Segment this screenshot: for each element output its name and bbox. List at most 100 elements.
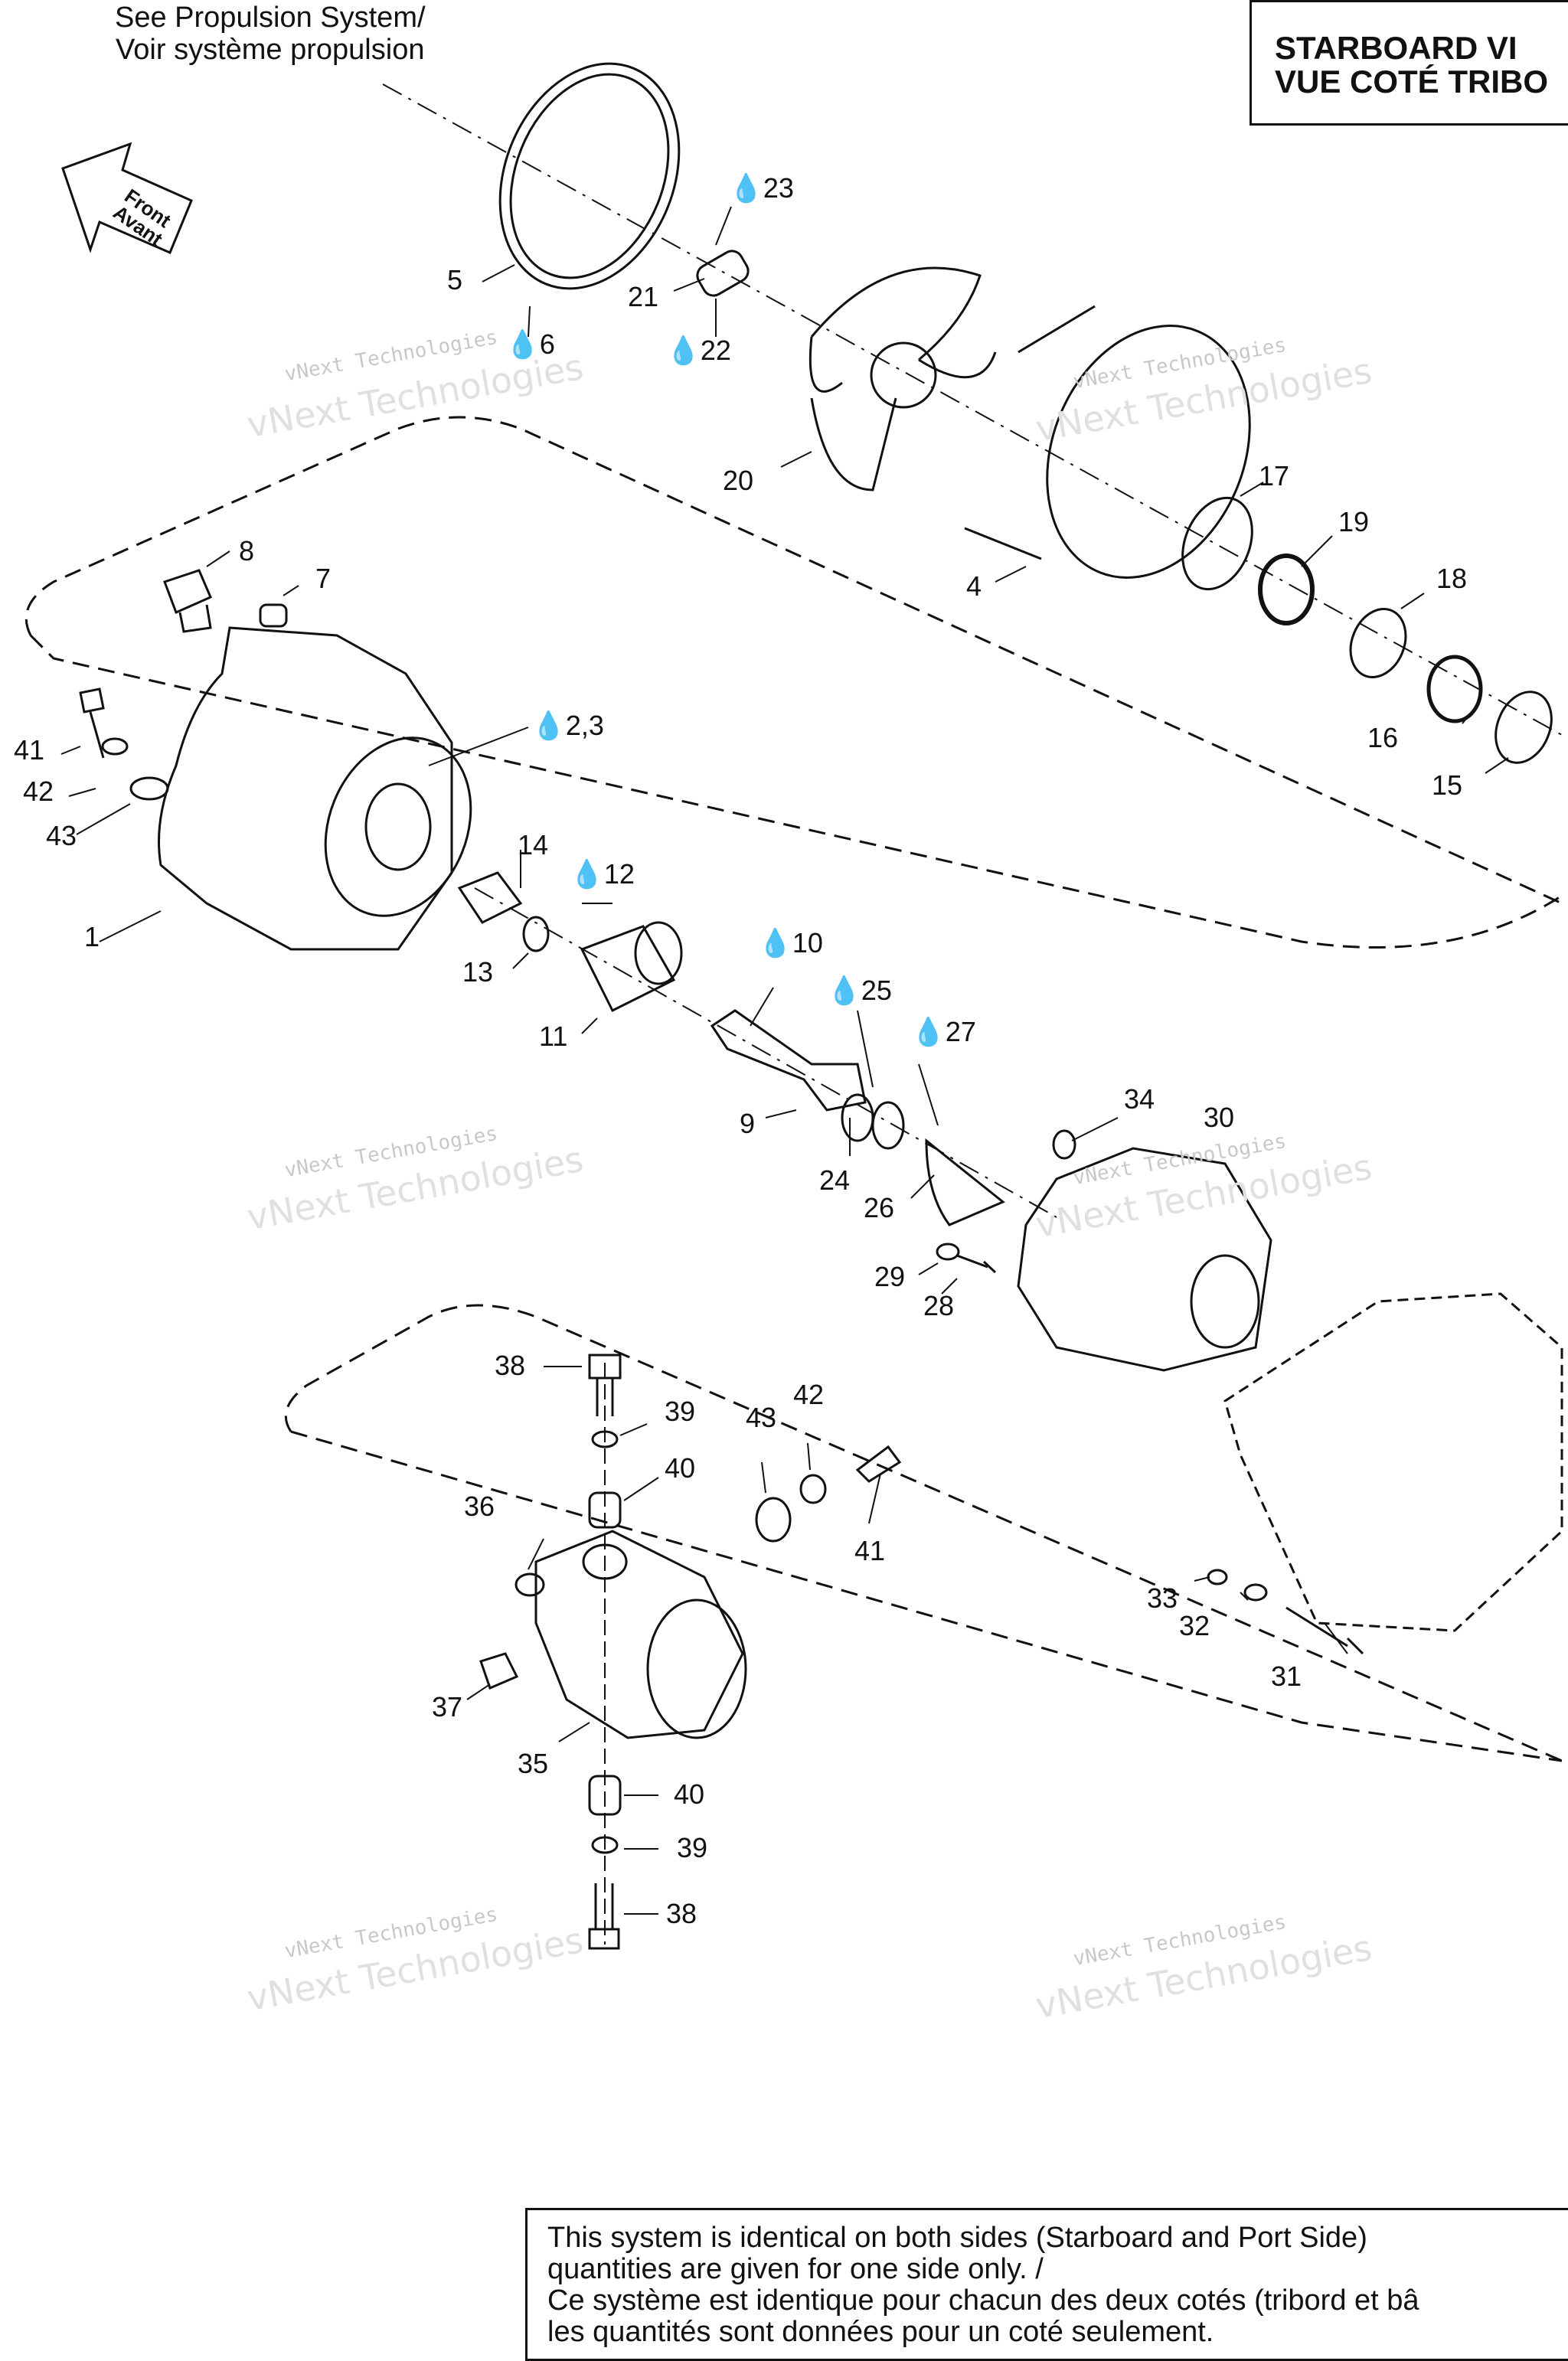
washer-part-42-upper <box>101 737 129 756</box>
callout-26: 26 <box>864 1192 895 1223</box>
callout-19: 19 <box>1338 506 1370 537</box>
callout-1: 1 <box>84 921 100 952</box>
callout-31: 31 <box>1271 1661 1302 1692</box>
venturi-outlet <box>1190 1254 1260 1349</box>
callout-25-lube: 25 <box>827 977 892 1004</box>
callout-25-text: 25 <box>861 975 892 1006</box>
callout-15: 15 <box>1432 769 1463 801</box>
cone-part-26 <box>925 1138 1005 1226</box>
callout-2-3-text: 2,3 <box>565 710 604 741</box>
callout-22-text: 22 <box>700 335 731 366</box>
callout-41-upper: 41 <box>14 734 45 766</box>
callout-24: 24 <box>819 1164 851 1196</box>
callout-32: 32 <box>1179 1610 1210 1641</box>
note-line-2: quantities are given for one side only. … <box>547 2253 1044 2285</box>
o-ring-part-24-b <box>871 1101 905 1150</box>
callout-4: 4 <box>966 570 982 602</box>
callout-10-lube: 10 <box>758 929 823 957</box>
bushing-part-40-lower <box>588 1775 622 1816</box>
callout-42-upper: 42 <box>23 776 54 807</box>
shaft-part-9 <box>710 1009 867 1112</box>
o-ring-part-24-a <box>841 1093 874 1142</box>
bolt-part-38-upper <box>588 1354 622 1416</box>
callout-6-text: 6 <box>539 328 555 360</box>
callout-7: 7 <box>315 563 332 594</box>
callout-37: 37 <box>432 1691 463 1723</box>
callout-33: 33 <box>1147 1582 1178 1614</box>
washer-part-43-upper <box>129 776 169 801</box>
callout-28: 28 <box>923 1290 955 1321</box>
pump-housing-opening <box>324 736 472 917</box>
callout-41-lower: 41 <box>854 1535 886 1566</box>
fitting-part-7 <box>259 603 288 628</box>
wear-ring-part-5 <box>498 62 681 290</box>
callout-2-3-lube: 2,3 <box>531 712 604 740</box>
bushing-part-36 <box>514 1572 545 1597</box>
callout-8: 8 <box>239 535 255 567</box>
nozzle-pivot <box>582 1543 628 1580</box>
callout-43-lower: 43 <box>746 1402 777 1433</box>
bushing-part-40-upper <box>588 1491 622 1529</box>
washer-part-33 <box>1207 1569 1228 1585</box>
callout-20: 20 <box>723 465 754 496</box>
front-arrow <box>61 142 193 254</box>
callout-39-upper: 39 <box>665 1396 696 1427</box>
note-box: This system is identical on both sides (… <box>525 2208 1568 2361</box>
callout-9: 9 <box>740 1108 756 1139</box>
upper-group-outline-lower <box>29 634 1563 949</box>
callout-17: 17 <box>1259 460 1290 491</box>
callout-13: 13 <box>462 956 494 988</box>
circlip-part-17 <box>1181 496 1253 591</box>
sleeve-part-14 <box>457 871 523 924</box>
note-line-3: Ce système est identique pour chacun des… <box>547 2284 1419 2317</box>
callout-23-text: 23 <box>763 172 794 204</box>
callout-10-text: 10 <box>792 927 823 958</box>
o-ring-part-15 <box>1494 691 1553 764</box>
callout-36: 36 <box>464 1491 495 1522</box>
callout-29: 29 <box>874 1261 906 1292</box>
callout-16: 16 <box>1367 722 1399 753</box>
nozzle-part-35 <box>534 1530 744 1739</box>
venturi-part-30 <box>1017 1147 1272 1372</box>
washer-part-29 <box>936 1243 960 1261</box>
impeller-hub <box>870 341 937 409</box>
view-title-box: STARBOARD VI VUE COTÉ TRIBO <box>1250 0 1568 126</box>
callout-5: 5 <box>447 264 463 296</box>
callout-12-text: 12 <box>603 858 635 890</box>
callout-18: 18 <box>1436 563 1468 594</box>
callout-35: 35 <box>518 1748 549 1779</box>
callout-42-lower: 42 <box>793 1379 825 1410</box>
see-ref-line-1: See Propulsion System/ <box>115 2 426 34</box>
bearing-part-16 <box>1426 655 1483 723</box>
o-ring-part-18 <box>1349 607 1407 679</box>
callout-40-lower: 40 <box>674 1778 705 1810</box>
callout-6-lube: 6 <box>505 331 555 358</box>
see-propulsion-reference: See Propulsion System/ Voir système prop… <box>115 2 426 66</box>
washer-part-39-upper <box>591 1430 619 1448</box>
impeller-part-20 <box>808 266 997 491</box>
view-title-line-2: VUE COTÉ TRIBO <box>1275 64 1549 100</box>
callout-27-lube: 27 <box>911 1018 976 1046</box>
sleeve-part-21 <box>696 250 750 297</box>
callout-11: 11 <box>539 1020 568 1052</box>
bearing-face <box>634 921 683 985</box>
callout-23-lube: 23 <box>729 175 794 202</box>
housing-ring-body <box>964 305 1096 560</box>
o-ring-part-13 <box>522 916 550 952</box>
callout-12-lube: 12 <box>570 860 635 888</box>
cap-part-37 <box>479 1652 519 1690</box>
view-title-line-1: STARBOARD VI <box>1275 30 1517 66</box>
leader-lines <box>60 206 1509 1915</box>
pump-housing-part-1 <box>158 626 453 951</box>
axis-line-lower <box>474 887 1057 1218</box>
note-line-4: les quantités sont données pour un coté … <box>547 2316 1214 2348</box>
washer-part-39-lower <box>591 1836 619 1854</box>
see-ref-line-2: Voir système propulsion <box>116 34 425 66</box>
housing-ring-part-4 <box>1046 325 1251 579</box>
bearing-part-11 <box>580 925 676 1013</box>
screw-part-41-lower <box>855 1445 902 1483</box>
washer-part-43-lower <box>755 1497 792 1543</box>
lower-group-outline-bottom <box>290 1430 1563 1762</box>
seal-part-19 <box>1258 554 1315 625</box>
